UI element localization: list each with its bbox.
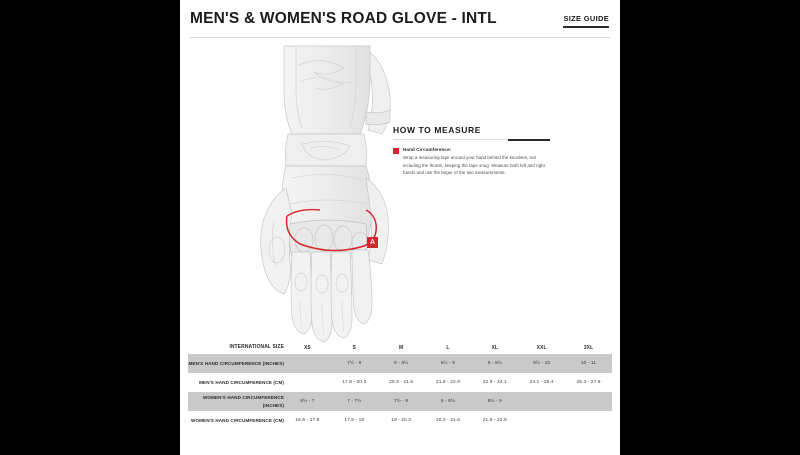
- cell-m: 19 - 20.3: [391, 418, 412, 423]
- how-to-measure-panel: HOW TO MEASURE Hand Circumference: Wrap …: [393, 125, 550, 177]
- cell-xs: 6½ - 7: [284, 392, 331, 411]
- header-divider: [190, 37, 610, 38]
- how-to-measure-title: HOW TO MEASURE: [393, 125, 482, 135]
- measure-item-description: Wrap a measuring tape around your hand b…: [403, 154, 545, 176]
- measure-item-label: Hand Circumference:: [403, 147, 452, 152]
- how-to-measure-body: Hand Circumference: Wrap a measuring tap…: [393, 147, 550, 177]
- size-header-s: S: [352, 344, 356, 351]
- row-label: WOMEN'S HAND CIRCUMFERENCE (INCHES): [188, 392, 284, 411]
- cell-s: 7 - 7½: [330, 392, 378, 411]
- page-title: MEN'S & WOMEN'S ROAD GLOVE - INTL: [190, 10, 497, 27]
- size-header-m: M: [398, 344, 404, 351]
- cell-xxl: 24.1 - 25.4: [529, 380, 554, 385]
- header: MEN'S & WOMEN'S ROAD GLOVE - INTL SIZE G…: [180, 10, 620, 38]
- cell-xxl: [518, 411, 565, 430]
- size-guide-label: SIZE GUIDE: [563, 14, 609, 28]
- size-guide-sheet: MEN'S & WOMEN'S ROAD GLOVE - INTL SIZE G…: [180, 0, 620, 455]
- size-header-l: L: [446, 344, 450, 351]
- cell-3xl: [565, 392, 612, 411]
- cell-xl: 22.9 - 24.1: [482, 380, 507, 385]
- cell-m: 8 - 8½: [377, 354, 425, 373]
- cell-s: 7½ - 8: [330, 354, 378, 373]
- cell-xl: 9 - 9½: [471, 354, 519, 373]
- table-row: WOMEN'S HAND CIRCUMFERENCE (INCHES)6½ - …: [188, 392, 612, 411]
- size-header-xxl: XXL: [536, 344, 547, 351]
- cell-m: 7½ - 8: [377, 392, 425, 411]
- glove-line-art-svg: [260, 45, 391, 343]
- size-header-xl: XL: [491, 344, 499, 351]
- cell-l: 8½ - 9: [424, 354, 472, 373]
- cell-xs: [284, 373, 331, 392]
- row-label: MEN'S HAND CIRCUMFERENCE (INCHES): [188, 354, 284, 373]
- measurement-badge-a: A: [367, 237, 378, 248]
- cell-3xl: 25.4 - 27.9: [576, 380, 601, 385]
- cell-l: 21.6 - 22.9: [435, 380, 460, 385]
- cell-s: 17.8 - 19: [344, 418, 365, 423]
- cell-xl: 8½ - 9: [471, 392, 519, 411]
- cell-xxl: [518, 392, 566, 411]
- cell-xs: [284, 354, 331, 373]
- size-header-xs: XS: [303, 344, 311, 351]
- row-label: MEN'S HAND CIRCUMFERENCE (CM): [199, 379, 284, 385]
- cell-s: 17.8 - 20.3: [342, 380, 367, 385]
- cell-xxl: 9½ - 10: [518, 354, 566, 373]
- cell-m: 20.3 - 21.6: [389, 380, 414, 385]
- how-to-measure-text: Hand Circumference: Wrap a measuring tap…: [403, 147, 550, 177]
- size-table-container: INTERNATIONAL SIZE XS S M L XL XXL 3XL MEN'S HAN…: [188, 341, 612, 430]
- table-header-row: INTERNATIONAL SIZE XS S M L XL XXL 3XL: [188, 341, 612, 354]
- size-header-3xl: 3XL: [583, 344, 594, 351]
- cell-3xl: [565, 411, 612, 430]
- cell-xs: 16.5 - 17.8: [295, 418, 320, 423]
- table-row: WOMEN'S HAND CIRCUMFERENCE (CM) 16.5 - 17…: [188, 411, 612, 430]
- cell-l: 8 - 8½: [424, 392, 472, 411]
- table-row: MEN'S HAND CIRCUMFERENCE (CM) 17.8 - 20.3…: [188, 373, 612, 392]
- cell-l: 20.3 - 21.6: [435, 418, 460, 423]
- cell-3xl: 10 - 11: [565, 354, 612, 373]
- how-to-measure-divider: [393, 138, 550, 141]
- cell-xl: 21.6 - 22.9: [482, 418, 507, 423]
- table-header-label: INTERNATIONAL SIZE: [229, 343, 284, 350]
- size-table: INTERNATIONAL SIZE XS S M L XL XXL 3XL MEN'S HAN…: [188, 341, 612, 430]
- glove-illustration: A: [240, 38, 440, 358]
- row-label: WOMEN'S HAND CIRCUMFERENCE (CM): [191, 417, 284, 423]
- marker-a-icon: [393, 148, 399, 154]
